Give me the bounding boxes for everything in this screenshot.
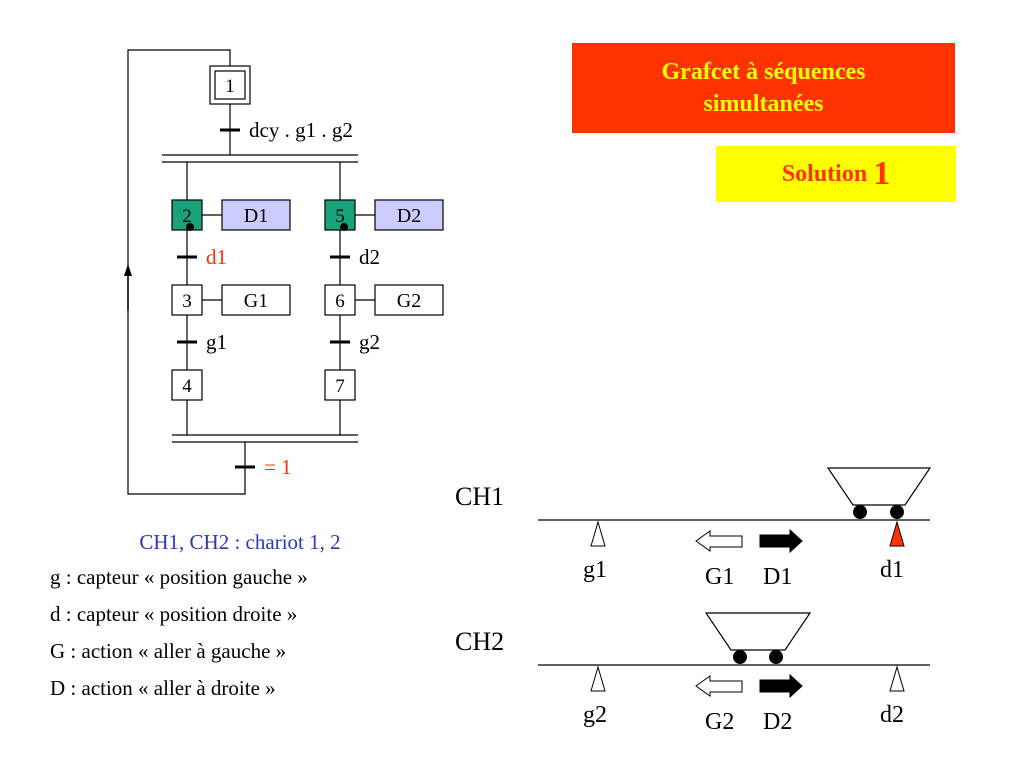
transition-g1-label: g1 (206, 330, 227, 354)
sensor-g1-icon (590, 520, 606, 547)
arrow-right-ch2-label: D2 (763, 709, 792, 735)
title-line-1: Grafcet à séquences (661, 59, 866, 85)
legend-heading: CH1, CH2 : chariot 1, 2 (139, 530, 341, 554)
sensor-d1-icon (889, 520, 905, 547)
step-4-number: 4 (182, 376, 192, 397)
arrow-right-ch1-icon (759, 528, 803, 554)
step-3-box (171, 284, 203, 316)
cart-ch1-label: CH1 (455, 482, 504, 511)
action-G1-label: G1 (244, 290, 268, 312)
sensor-g2-label: g2 (583, 702, 607, 728)
step-2-token (186, 223, 194, 231)
transition-d1-label: d1 (206, 245, 227, 269)
arrow-right-ch2-icon (759, 673, 803, 699)
action-D2-box (374, 199, 444, 231)
action-D1-label: D1 (244, 205, 268, 227)
solution-badge: Solution 1 (716, 146, 956, 202)
step-1-inner (214, 70, 246, 100)
arrow-left-ch1-label: G1 (705, 564, 734, 590)
step-2-number: 2 (182, 206, 192, 227)
cart-ch1-body (826, 467, 932, 506)
legend-line-g: g : capteur « position gauche » (50, 565, 308, 589)
sensor-g1-label: g1 (583, 557, 607, 583)
sensor-g2-icon (590, 665, 606, 692)
legend-line-d: d : capteur « position droite » (50, 602, 298, 626)
legend-line-G: G : action « aller à gauche » (50, 639, 287, 663)
arrow-left-ch2-label: G2 (705, 709, 734, 735)
sensor-d2-icon (889, 665, 905, 692)
cart-ch1-wheel-right (890, 505, 904, 519)
step-1-number: 1 (225, 76, 235, 97)
step-5-number: 5 (335, 206, 345, 227)
sensor-d2-label: d2 (880, 702, 904, 728)
step-4-box (171, 369, 203, 401)
action-G2-label: G2 (397, 290, 421, 312)
transition-start-label: dcy . g1 . g2 (249, 118, 353, 142)
step-3-number: 3 (182, 291, 192, 312)
title-line-2: simultanées (703, 91, 824, 117)
transition-end-label: = 1 (264, 455, 292, 479)
cart-ch2-wheel-right (769, 650, 783, 664)
solution-label: Solution (781, 160, 868, 187)
transition-d2-label: d2 (359, 245, 380, 269)
title-banner: Grafcet à séquences simultanées (572, 43, 955, 133)
cart-ch2-body (704, 612, 812, 651)
action-G2-box (374, 284, 444, 316)
arrow-left-ch2-icon (695, 675, 743, 697)
legend: CH1, CH2 : chariot 1, 2 g : capteur « po… (50, 530, 430, 713)
step-6-number: 6 (335, 291, 345, 312)
cart-ch1-wheel-left (853, 505, 867, 519)
arrow-left-ch1-icon (695, 530, 743, 552)
action-D1-box (221, 199, 291, 231)
arrow-right-ch1-label: D1 (763, 564, 792, 590)
step-5-token (340, 223, 348, 231)
solution-number: 1 (873, 155, 891, 192)
loop-arrow-head (124, 264, 132, 276)
legend-line-D: D : action « aller à droite » (50, 676, 276, 700)
cart-ch2-label: CH2 (455, 627, 504, 656)
transition-g2-label: g2 (359, 330, 380, 354)
action-G1-box (221, 284, 291, 316)
action-D2-label: D2 (397, 205, 421, 227)
cart-ch2-wheel-left (733, 650, 747, 664)
step-7-number: 7 (335, 376, 345, 397)
sensor-d1-label: d1 (880, 557, 904, 583)
